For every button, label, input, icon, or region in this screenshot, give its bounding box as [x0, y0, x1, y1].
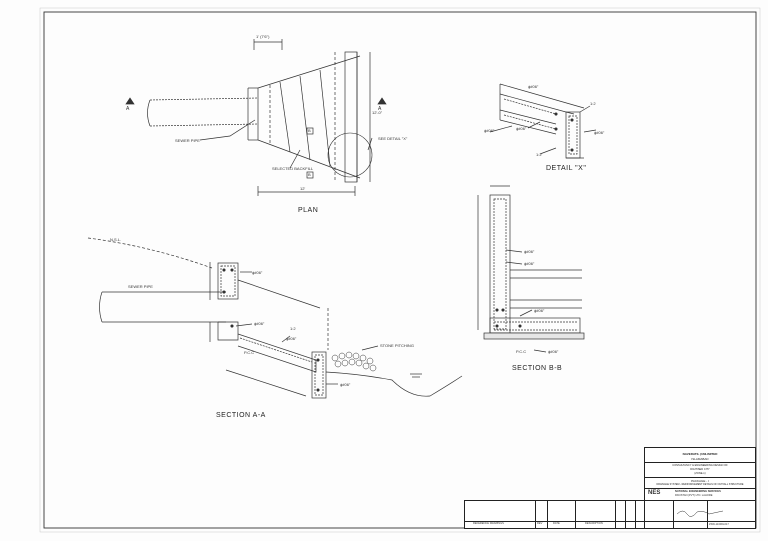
section-bb-title: SECTION B-B	[512, 365, 563, 372]
section-bb-bar-c: ϕ#06"	[534, 308, 545, 313]
section-aa-sewer-pipe: SEWER PIPE	[128, 284, 153, 289]
section-aa-view	[87, 237, 463, 399]
plan-section-b-bottom: B	[308, 172, 311, 177]
section-aa-ratio: 1:2	[290, 326, 296, 331]
revision-col-date: DATE	[553, 522, 560, 525]
sheet-border	[43, 11, 757, 529]
signature-mark	[676, 510, 724, 517]
detail-x-ratio-a: 1:2	[590, 101, 596, 106]
plan-title: PLAN	[298, 207, 319, 214]
title-client: NAVERATIL (UNLIMITED	[682, 452, 718, 456]
detail-x-title: DETAIL "X"	[546, 165, 587, 172]
plan-section-b-top: B	[308, 128, 311, 133]
revision-col-rev: REV	[537, 522, 543, 525]
plan-see-detail-label: SEE DETAIL "X"	[378, 136, 408, 141]
section-aa-bar3: ϕ#06"	[286, 336, 297, 341]
title-project2: DIGITISED CITY	[690, 468, 710, 471]
section-aa-bar4: ϕ#06"	[340, 382, 351, 387]
title-consultant: NATIONAL ENGINEERING SERVICES	[675, 490, 721, 493]
detail-x-bar-c: ϕ#06"	[516, 126, 527, 131]
detail-x-ratio-b: 1:2	[536, 152, 542, 157]
section-aa-stone-pitching: STONE PITCHING	[380, 343, 414, 348]
title-block: NAVERATIL (UNLIMITED ISLAMABAD CONSULTAN…	[644, 447, 756, 529]
title-zone: (ZONE-1)	[694, 472, 706, 475]
consultant-logo: NES	[648, 490, 661, 496]
detail-x-bar-a: ϕ#06"	[528, 84, 539, 89]
section-bb-bar-b: ϕ#06"	[524, 261, 535, 266]
section-bb-pcc: P.C.C	[516, 349, 527, 354]
section-aa-title: SECTION A-A	[216, 412, 266, 419]
title-package: PACKAGE - I	[691, 479, 709, 483]
title-project: CONSULTANCY & ENGINEERING DESIGN OF	[672, 464, 728, 467]
plan-section-a-right: A	[378, 106, 382, 112]
section-aa-bar2: ϕ#06"	[254, 321, 265, 326]
sheet-outer-border	[39, 7, 761, 533]
section-aa-bar1: ϕ#06"	[252, 270, 263, 275]
detail-x-bar-b: ϕ#06"	[484, 128, 495, 133]
plan-dim-top: 1' (7'6")	[256, 34, 270, 39]
revision-table: REFERENCE DRAWINGS REV DATE DESCRIPTION	[464, 500, 646, 529]
section-bb-bar-d: ϕ#06"	[548, 349, 559, 354]
title-city: ISLAMABAD	[691, 457, 709, 461]
plan-backfill-label: SELECTED BACKFILL	[272, 166, 314, 171]
section-bb-view	[477, 185, 585, 353]
detail-x-view	[489, 83, 597, 159]
revision-col-description: DESCRIPTION	[585, 522, 603, 525]
section-aa-ngl: N.S.L.	[110, 237, 122, 242]
title-drawing-title: DRAINAGE SYSTEM - REINFORCEMENT DETAILS …	[656, 483, 744, 486]
section-aa-pcc: P.C.C	[244, 350, 255, 355]
detail-x-bar-d: ϕ#06"	[594, 130, 605, 135]
plan-sewer-pipe-label: SEWER PIPE	[175, 138, 200, 143]
title-drawing-no: ZSW-11/0/DL017	[709, 523, 729, 526]
plan-dim-side: 12'-0"	[372, 110, 383, 115]
plan-dim-bottom: 12'	[300, 186, 306, 191]
revision-col-reference: REFERENCE DRAWINGS	[473, 522, 504, 525]
title-consultant2: PAKISTAN (PVT) LTD. LAHORE	[675, 494, 713, 497]
section-bb-bar-a: ϕ#06"	[524, 249, 535, 254]
plan-view	[125, 39, 387, 196]
plan-section-a-left: A	[126, 106, 130, 112]
